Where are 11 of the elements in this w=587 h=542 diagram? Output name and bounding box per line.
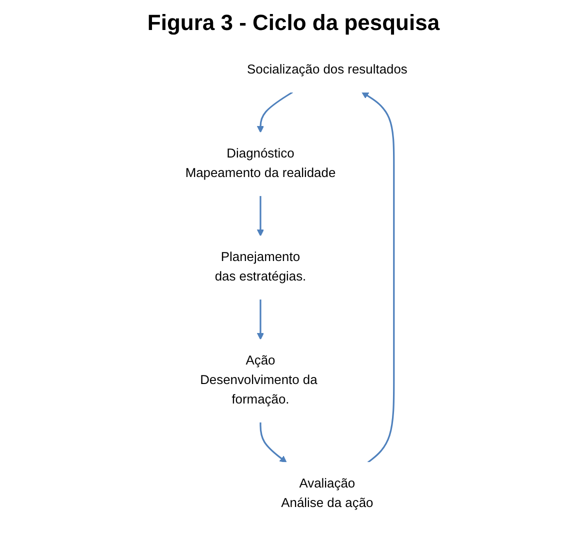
node-text: Planejamento das estratégias. — [214, 250, 306, 284]
node-text: Socialização dos resultados — [247, 63, 408, 77]
arrow — [256, 91, 293, 133]
node-text: Diagnóstico Mapeamento da realidade — [185, 147, 336, 180]
node-text: Avaliação Análise da ação — [281, 477, 374, 510]
node-text: Ação Desenvolvimento da formação. — [200, 354, 318, 407]
arrow — [256, 196, 264, 236]
figure-title: Figura 3 - Ciclo da pesquisa — [146, 10, 441, 36]
arrow — [256, 299, 264, 340]
arrow — [260, 422, 287, 463]
arrow — [362, 92, 395, 464]
